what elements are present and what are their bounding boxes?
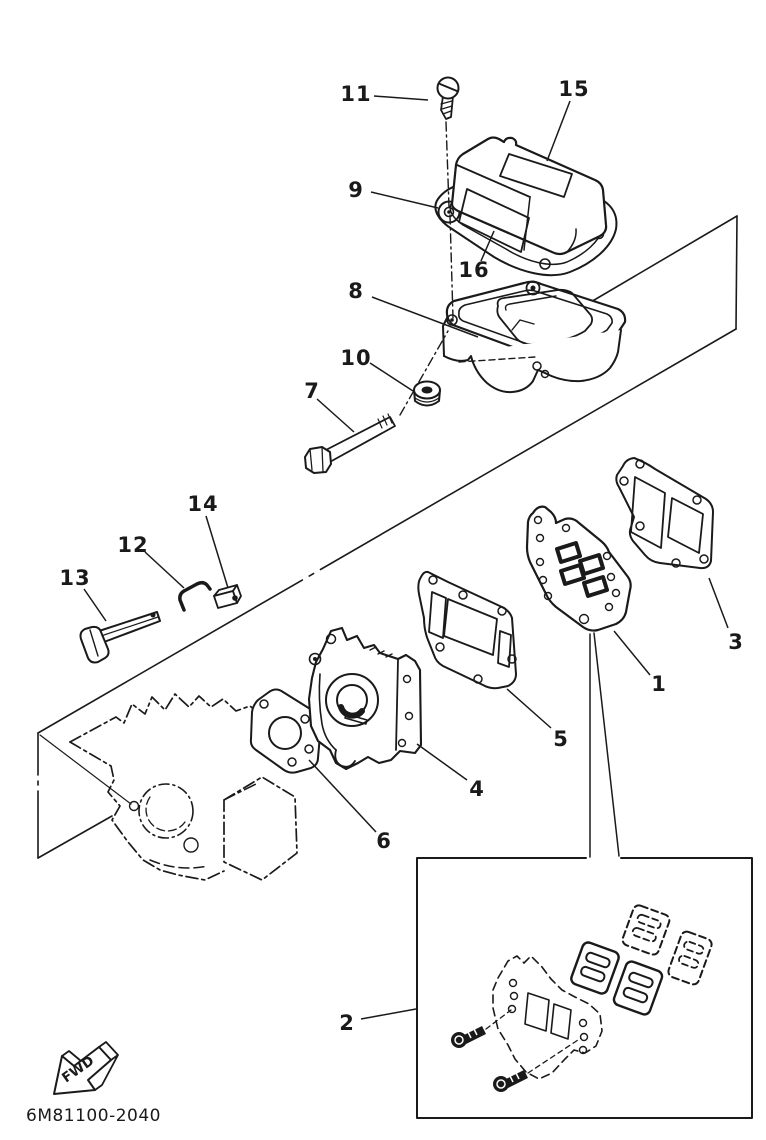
cover-screw bbox=[436, 76, 460, 120]
inset-reed-petals bbox=[570, 941, 664, 1016]
grommet bbox=[413, 380, 441, 407]
long-bolt bbox=[304, 413, 396, 474]
leader-line-14 bbox=[205, 515, 229, 589]
inset-detail-box bbox=[416, 632, 753, 1119]
leader-line-15 bbox=[546, 100, 571, 162]
spring-clip bbox=[178, 580, 212, 612]
assembly-centerlines bbox=[399, 121, 454, 416]
leader-line-3 bbox=[708, 577, 729, 629]
leader-line-8 bbox=[371, 296, 479, 338]
background-plane bbox=[37, 215, 738, 859]
inset-reed-stoppers bbox=[621, 904, 713, 986]
leader-line-4 bbox=[416, 743, 468, 781]
leader-line-5 bbox=[506, 688, 552, 729]
leader-line-6 bbox=[308, 759, 377, 833]
inset-reed-screws bbox=[451, 1009, 582, 1092]
reed-valve-gasket bbox=[615, 457, 714, 570]
valve-seat-gasket bbox=[417, 570, 517, 690]
retainer-block bbox=[213, 584, 242, 609]
intake-body bbox=[442, 280, 627, 394]
leader-line-9 bbox=[370, 191, 439, 209]
reed-valve-assembly bbox=[525, 505, 632, 632]
fwd-arrow: FWD bbox=[53, 1041, 119, 1095]
leader-line-2 bbox=[360, 1008, 417, 1020]
leader-line-11 bbox=[373, 95, 429, 101]
silencer-cover bbox=[450, 136, 608, 256]
leader-lines bbox=[83, 95, 729, 1020]
leader-line-12 bbox=[144, 551, 185, 589]
leader-line-13 bbox=[83, 588, 107, 622]
carburetor-gasket bbox=[249, 688, 322, 774]
leader-line-16 bbox=[480, 230, 495, 262]
carburetor-body bbox=[307, 626, 423, 771]
leader-line-10 bbox=[369, 362, 414, 392]
inset-reed-plate bbox=[492, 955, 603, 1080]
choke-rod bbox=[79, 611, 161, 664]
figure-part-code: 6M81100-2040 bbox=[26, 1106, 161, 1126]
leader-line-1 bbox=[613, 630, 651, 676]
leader-line-7 bbox=[316, 398, 355, 433]
